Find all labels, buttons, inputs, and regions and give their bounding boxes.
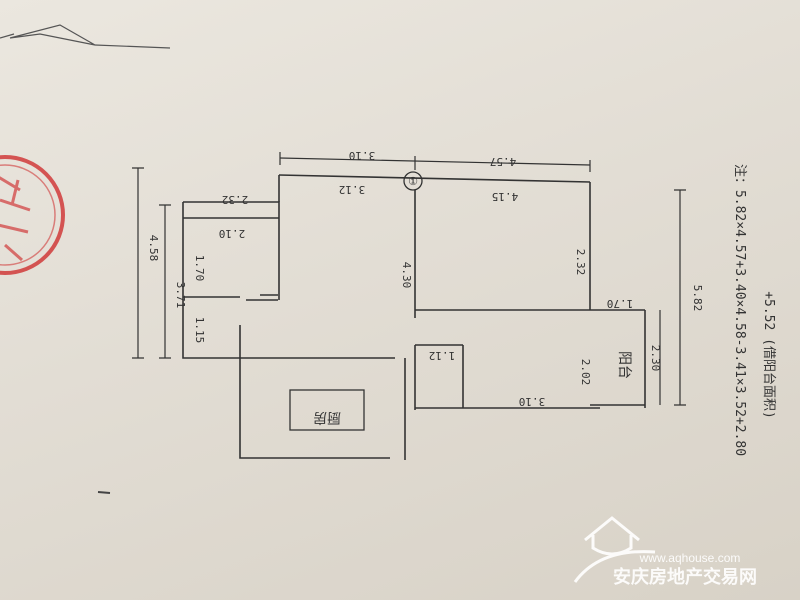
- dim-left-seg-a: 1.70: [193, 255, 206, 282]
- dim-center-height: 4.30: [400, 262, 413, 289]
- watermark-name: 安庆房地产交易网: [613, 566, 757, 588]
- dim-left-upper: 3.71: [174, 282, 187, 309]
- marker: ①: [403, 171, 423, 191]
- dim-balcony-inner-height: 2.02: [579, 359, 592, 386]
- dim-alcove-top: 2.10: [219, 227, 246, 240]
- kitchen-label-box: 厨房: [289, 389, 365, 431]
- watermark: www.aqhouse.com 安庆房地产交易网: [573, 516, 757, 588]
- note-line-1: 注：5.82×4.57+3.40×4.58-3.41×3.52+2.80: [732, 164, 747, 456]
- dim-inner-top: 3.12: [339, 183, 366, 196]
- house-icon: [573, 516, 656, 583]
- top-left-marks: [0, 24, 171, 49]
- dim-small-box: 1.12: [429, 349, 456, 362]
- dimension-lines: [132, 152, 686, 406]
- balcony-label: 阳台: [616, 351, 632, 379]
- kitchen-label: 厨房: [313, 409, 341, 425]
- stray-mark: [97, 491, 111, 494]
- dim-room-top-right: 4.15: [492, 190, 519, 203]
- watermark-url: www.aqhouse.com: [639, 551, 741, 565]
- dim-balcony-height: 2.30: [649, 345, 662, 372]
- dim-balcony-inner-width: 3.10: [519, 395, 546, 408]
- dim-overall-right: 5.82: [691, 285, 704, 312]
- dim-balcony-width-top: 1.70: [607, 297, 634, 310]
- red-stamp: [0, 155, 65, 275]
- dim-step-top: 2.32: [222, 193, 249, 206]
- dim-top-right: 4.57: [490, 155, 517, 168]
- dim-right-inner-height: 2.32: [574, 249, 587, 276]
- dim-left-seg-b: 1.15: [193, 317, 206, 344]
- marker-label: ①: [408, 175, 418, 188]
- note-line-2: +5.52 (借阳台面积): [761, 291, 776, 419]
- dim-top-left: 3.10: [349, 149, 376, 162]
- dim-overall-left: 4.58: [147, 235, 160, 262]
- walls: [182, 174, 646, 460]
